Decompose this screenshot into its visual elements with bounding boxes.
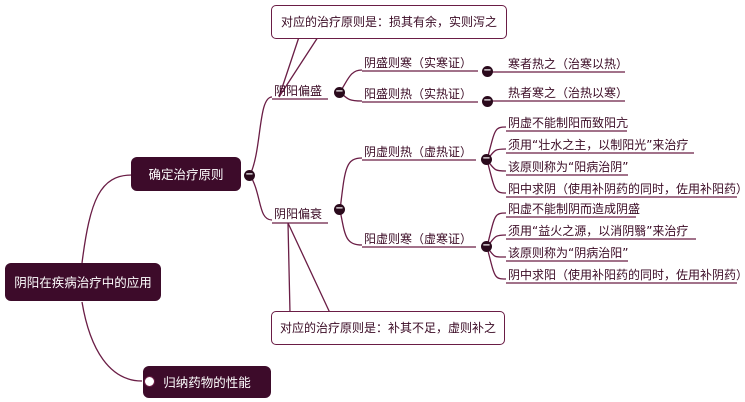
deficiency-node[interactable]: 阴阳偏衰 [274, 207, 323, 221]
link-treatment-deficiency [249, 174, 273, 221]
expand-toggle-icon[interactable] [144, 376, 155, 387]
yang-deficiency-node[interactable]: 阳虚则寒（虚寒证） [364, 232, 473, 246]
excess-node[interactable]: 阴阳偏盛 [274, 84, 323, 98]
drug-properties-node[interactable]: 归纳药物的性能 [143, 366, 271, 398]
link-root-drugs [81, 301, 143, 382]
list-item[interactable]: 阴中求阳（使用补阳药的同时，佐用补阴药） [508, 268, 745, 282]
list-item[interactable]: 阳中求阴（使用补阴药的同时，佐用补阳药） [508, 182, 745, 196]
list-item[interactable]: 阳虚不能制阴而造成阴盛 [508, 202, 641, 216]
callout-excess-principle: 对应的治疗原则是：损其有余，实则泻之 [271, 5, 507, 39]
list-item[interactable]: 须用“壮水之主，以制阳光”来治疗 [508, 138, 689, 152]
list-item[interactable]: 该原则称为“阴病治阳” [508, 246, 629, 260]
list-item[interactable]: 须用“益火之源，以消阴翳”来治疗 [508, 224, 689, 238]
collapse-toggle-icon[interactable]: − [334, 203, 345, 215]
callout-bottom-pointer [287, 222, 331, 314]
link-deficiency-yin [339, 157, 363, 211]
collapse-toggle-icon[interactable]: − [481, 240, 492, 252]
collapse-toggle-icon[interactable]: − [244, 169, 255, 181]
treatment-principle-node[interactable]: 确定治疗原则 [131, 157, 241, 191]
link-treatment-excess [249, 96, 273, 176]
yin-excess-child[interactable]: 寒者热之（治寒以热） [508, 57, 629, 71]
yang-excess-node[interactable]: 阳盛则热（实热证） [364, 87, 473, 101]
root-node[interactable]: 阴阳在疾病治疗中的应用 [5, 263, 161, 301]
list-item[interactable]: 该原则称为“阳病治阴” [508, 160, 629, 174]
collapse-toggle-icon[interactable]: − [334, 86, 345, 98]
callout-top-pointer [278, 33, 321, 98]
callout-deficiency-principle: 对应的治疗原则是：补其不足，虚则补之 [271, 311, 505, 345]
collapse-toggle-icon[interactable]: − [482, 65, 493, 77]
yang-excess-child[interactable]: 热者寒之（治热以寒） [508, 86, 629, 100]
yin-deficiency-node[interactable]: 阴虚则热（虚热证） [364, 145, 473, 159]
list-item[interactable]: 阴虚不能制阳而致阳亢 [508, 116, 629, 130]
yin-excess-node[interactable]: 阴盛则寒（实寒证） [364, 56, 473, 70]
link-root-treatment [81, 174, 133, 264]
link-deficiency-yang [339, 209, 363, 246]
collapse-toggle-icon[interactable]: − [482, 95, 493, 107]
collapse-toggle-icon[interactable]: − [481, 153, 492, 165]
